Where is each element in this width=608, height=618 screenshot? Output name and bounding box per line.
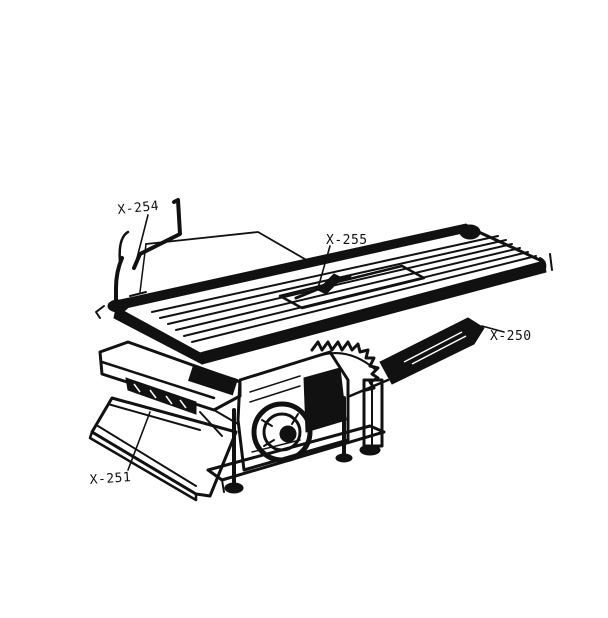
callout-x255: X-255 bbox=[326, 233, 368, 248]
callout-x251: X-251 bbox=[89, 470, 132, 488]
leader-lines bbox=[127, 214, 505, 471]
saw-blade bbox=[310, 340, 380, 392]
callout-x254: X-254 bbox=[117, 199, 160, 218]
motor-housing bbox=[236, 350, 350, 472]
belt-guard bbox=[348, 317, 485, 398]
callout-x250: X-250 bbox=[490, 329, 532, 344]
drive-pulley bbox=[251, 401, 313, 463]
front-apron bbox=[98, 340, 242, 437]
base-frame bbox=[88, 378, 386, 502]
crank-handle bbox=[95, 198, 182, 319]
